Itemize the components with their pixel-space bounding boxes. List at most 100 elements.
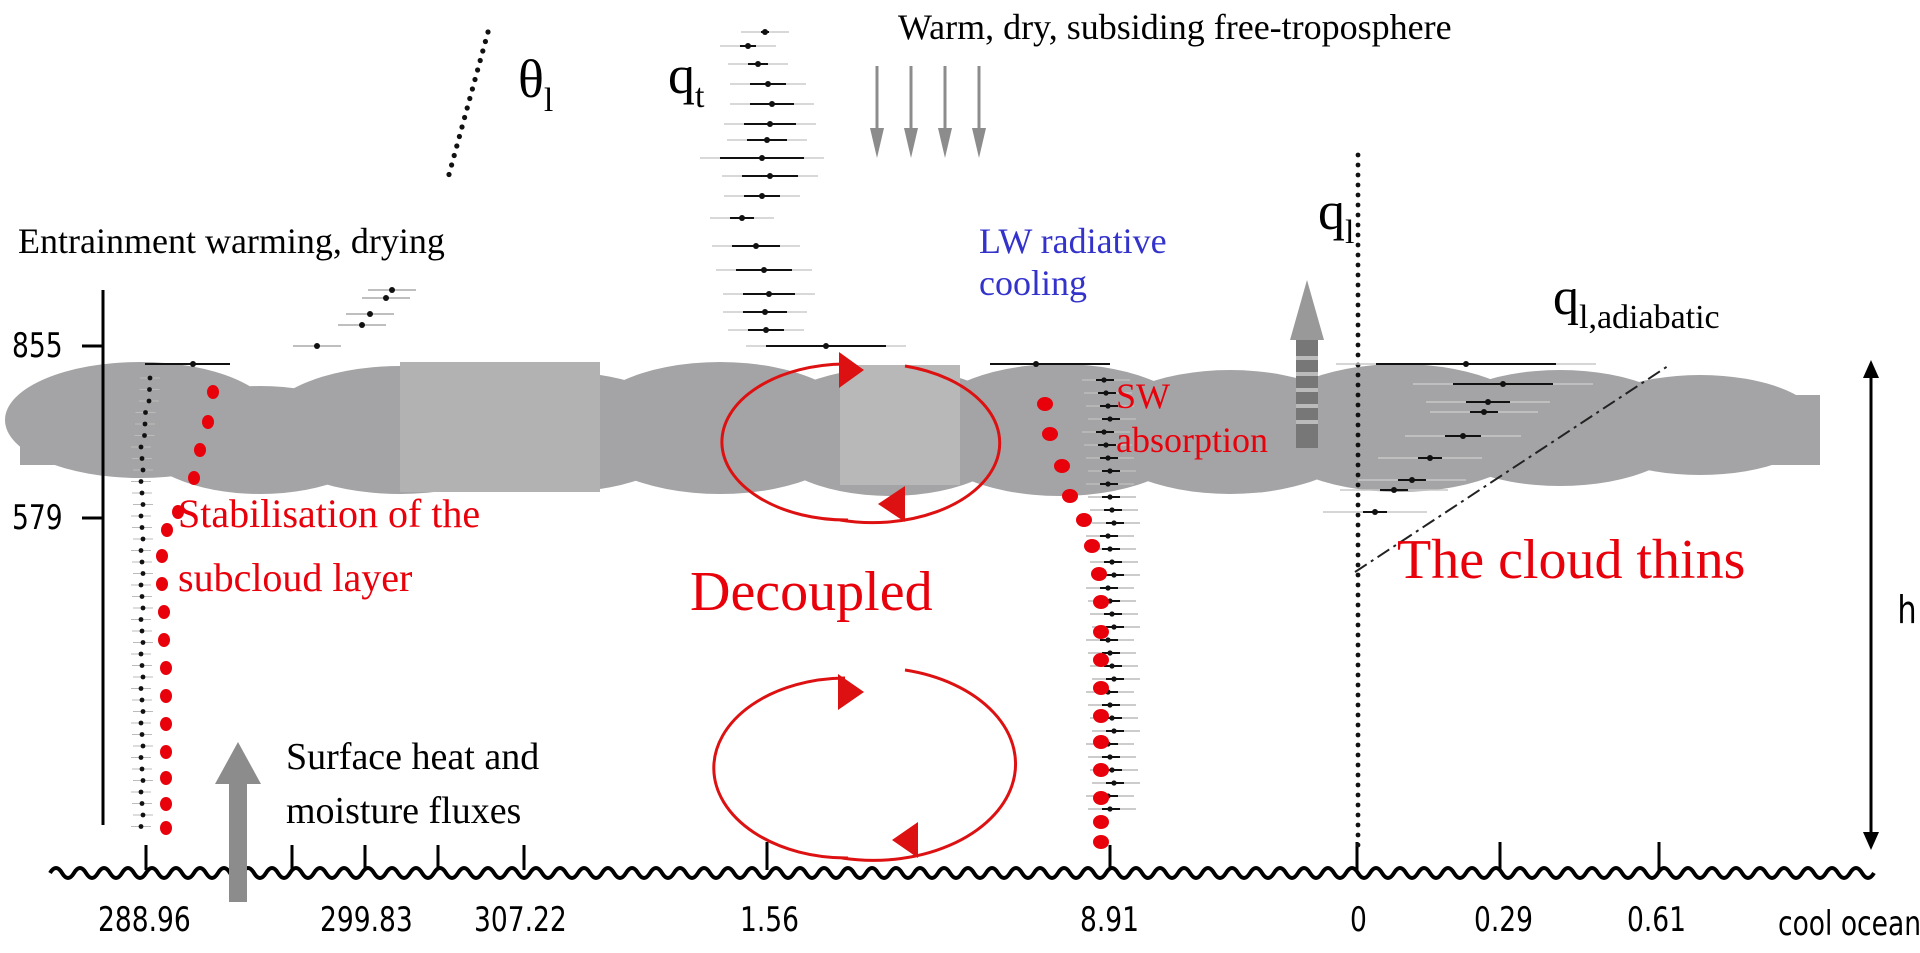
red-dot xyxy=(1084,539,1100,553)
free-troposphere-label: Warm, dry, subsiding free-troposphere xyxy=(898,7,1452,47)
ql-label: ql xyxy=(1318,180,1354,252)
stabilisation-line1: Stabilisation of the xyxy=(178,491,481,536)
red-dot xyxy=(156,577,168,591)
stabilisation-label: Stabilisation of the subcloud layer xyxy=(178,482,480,610)
ql-profile-point xyxy=(1355,302,1361,308)
surface-fluxes-line1: Surface heat and xyxy=(286,736,540,778)
theta-profile-point xyxy=(142,433,147,438)
sw-absorption-line2: absorption xyxy=(1116,420,1268,460)
theta-l-label: θl xyxy=(518,48,553,120)
theta-profile-point xyxy=(464,105,470,111)
theta-profile-point xyxy=(485,29,491,35)
qt-profile-point xyxy=(763,327,769,333)
ql-profile-point xyxy=(1500,381,1506,387)
upper-circulation xyxy=(720,352,1002,525)
ql-profile-point xyxy=(1355,702,1361,708)
ocean-surface xyxy=(48,866,1876,880)
y-axis xyxy=(82,290,105,825)
theta-profile-point xyxy=(142,421,148,427)
ql-profile-point xyxy=(1355,402,1361,408)
ql-adiabatic-line xyxy=(1354,365,1669,573)
qt-profile-point xyxy=(759,193,765,199)
theta-profile-point xyxy=(472,76,478,83)
ql-profile-point xyxy=(1355,672,1361,678)
ql-profile-point xyxy=(1355,802,1361,808)
ql-profile-point xyxy=(1427,455,1433,461)
theta-profile-point xyxy=(383,295,389,301)
ql-profile-point xyxy=(1355,482,1361,488)
theta-l-main: θ xyxy=(518,49,544,109)
qt-profile-point xyxy=(1105,585,1111,591)
ql-profile-point xyxy=(1355,782,1361,788)
theta-profile-point xyxy=(140,812,146,818)
theta-profile-point xyxy=(140,640,146,645)
x-tick-1-56: 1.56 xyxy=(740,900,800,940)
qt-profile-point xyxy=(759,155,765,161)
theta-profile-point xyxy=(139,559,145,565)
red-dot xyxy=(160,797,172,811)
qt-profile-point xyxy=(1101,429,1107,435)
theta-profile-point xyxy=(146,398,152,404)
ql-profile-point xyxy=(1355,322,1361,328)
qt-profile-point xyxy=(767,173,773,179)
ql-profile-point xyxy=(1355,742,1361,748)
qt-profile-point xyxy=(761,267,767,273)
ql-profile-point xyxy=(1355,522,1361,528)
qt-label: qt xyxy=(668,44,704,116)
ql-profile-point xyxy=(1355,532,1361,538)
subsidence-arrows xyxy=(870,66,986,158)
qt-profile-point xyxy=(745,43,751,49)
red-dot xyxy=(1042,427,1058,441)
theta-profile-point xyxy=(359,322,365,328)
red-dot xyxy=(1037,397,1053,411)
qt-profile-point xyxy=(1111,572,1117,578)
qt-profile-point xyxy=(755,61,761,67)
theta-profile-point xyxy=(140,605,146,611)
ql-profile-point xyxy=(1355,502,1361,508)
qt-profile-point xyxy=(1107,806,1113,812)
qt-profile-point xyxy=(1111,728,1117,734)
red-dot xyxy=(1076,513,1092,527)
theta-profile-point xyxy=(140,571,146,576)
qt-profile-point xyxy=(764,137,770,143)
lw-cooling-line1: LW radiative xyxy=(979,221,1167,261)
ql-profile-point xyxy=(1355,432,1361,438)
ql-profile-point xyxy=(1355,162,1361,168)
red-dot xyxy=(1093,763,1109,777)
qt-profile-point xyxy=(1111,624,1117,630)
theta-profile-point xyxy=(138,651,144,657)
theta-profile-point xyxy=(139,628,145,634)
theta-profile-point xyxy=(477,57,483,64)
surface-flux-arrow xyxy=(215,742,261,902)
ql-profile-point xyxy=(1355,662,1361,668)
ql-profile-point xyxy=(1355,792,1361,798)
qt-profile-point xyxy=(1109,715,1115,721)
red-dot xyxy=(1091,567,1107,581)
theta-profile-point xyxy=(140,743,146,749)
ql-profile-point xyxy=(1355,472,1361,478)
qt-profile-point xyxy=(1107,468,1113,474)
stabilisation-red-dots xyxy=(156,385,219,835)
ql-adiabatic-sub: l,adiabatic xyxy=(1579,299,1720,336)
qt-profile-point xyxy=(1033,361,1039,367)
ql-profile-point xyxy=(1355,202,1361,208)
ql-profile-point xyxy=(1355,212,1361,218)
ql-profile-point xyxy=(1355,812,1361,818)
lw-cooling-line2: cooling xyxy=(979,263,1087,303)
red-dot xyxy=(160,661,172,675)
ql-profile-point xyxy=(1409,477,1415,483)
x-axis-ticks xyxy=(144,842,1661,870)
theta-profile-point xyxy=(139,663,145,668)
ql-profile-point xyxy=(1355,752,1361,758)
red-dot xyxy=(202,415,214,429)
ql-profile-point xyxy=(1355,292,1361,298)
ql-profile-point xyxy=(1355,232,1361,238)
theta-profile-point xyxy=(138,444,144,450)
ql-sub: l xyxy=(1345,214,1355,251)
theta-profile-point xyxy=(140,674,146,680)
theta-profile-point xyxy=(451,152,457,159)
h-label: h xyxy=(1897,588,1917,632)
ql-profile-point xyxy=(1355,582,1361,588)
qt-sub: t xyxy=(695,78,705,115)
